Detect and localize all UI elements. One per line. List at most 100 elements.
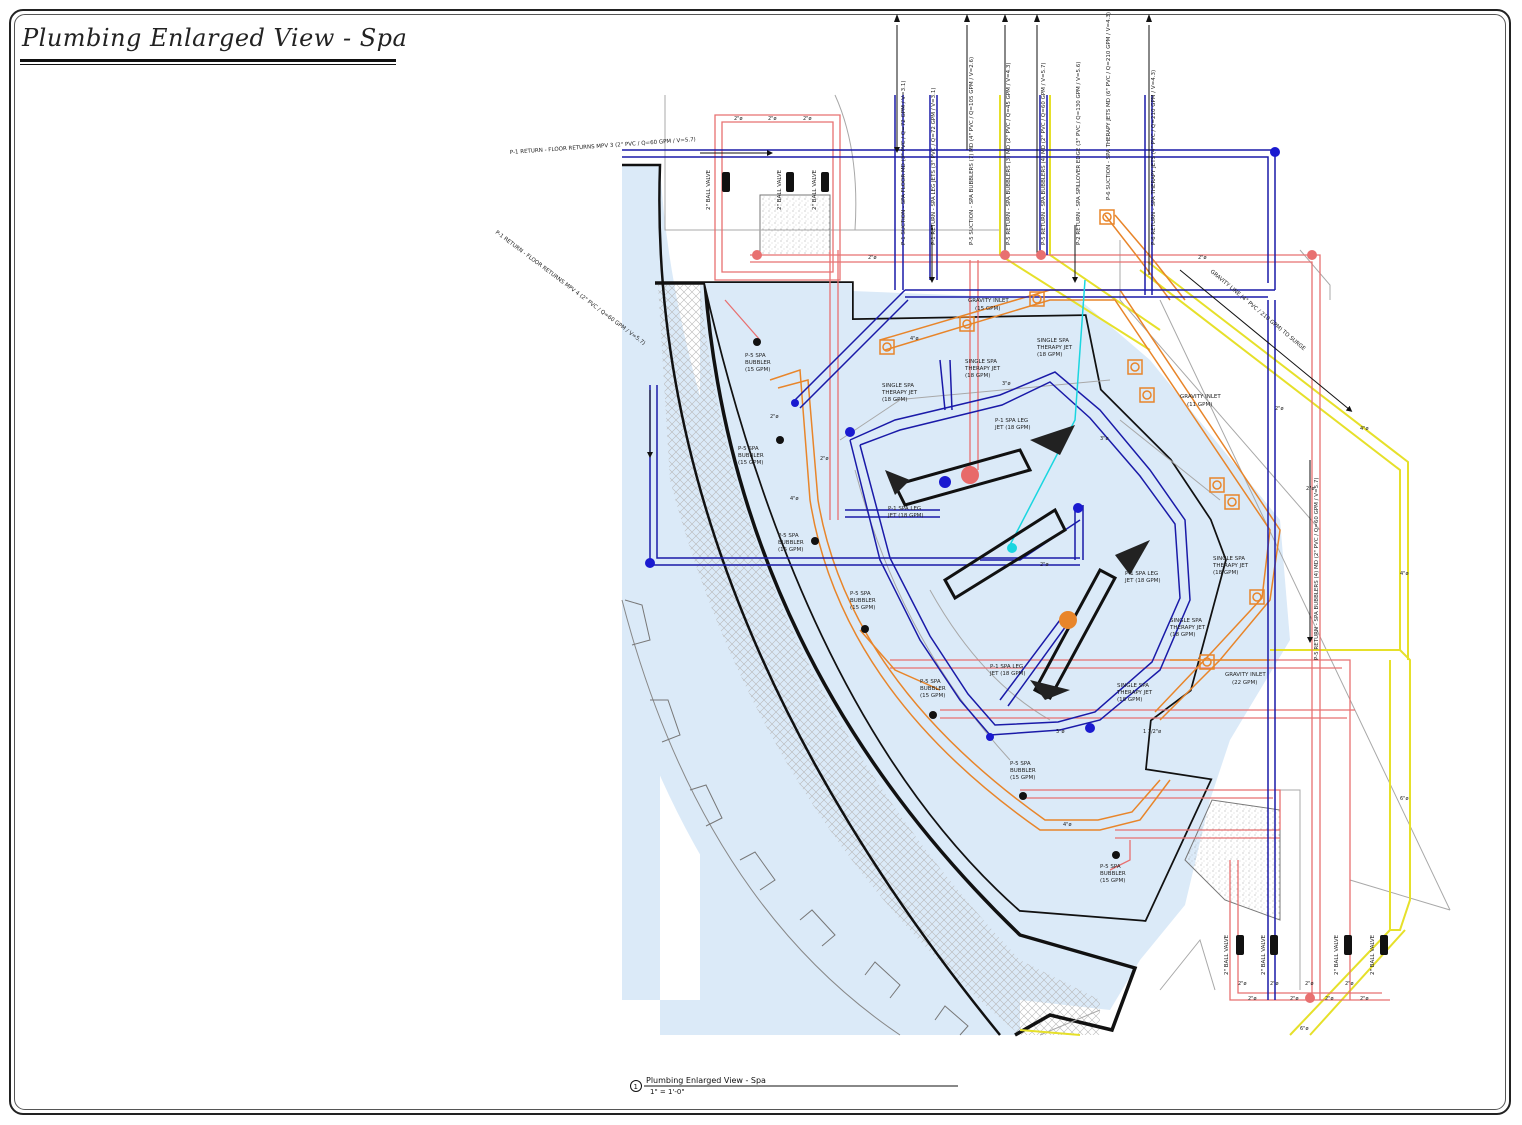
- svg-text:(15 GPM): (15 GPM): [1100, 878, 1125, 884]
- svg-text:2"ø: 2"ø: [868, 255, 877, 261]
- svg-text:P-5 SPA: P-5 SPA: [745, 353, 766, 359]
- label-p1-suction: P-1 SUCTION - SPA FLOOR MD (3" PVC / Q=7…: [901, 81, 907, 245]
- svg-text:(18 GPM): (18 GPM): [1117, 697, 1142, 703]
- svg-text:(15 GPM): (15 GPM): [975, 306, 1000, 312]
- svg-text:P-1 SPA LEG: P-1 SPA LEG: [995, 418, 1028, 424]
- svg-text:4"ø: 4"ø: [910, 336, 919, 342]
- pipe-size-tags: 2"ø 2"ø 2"ø 2"ø 2"ø 4"ø 3"ø 3"ø 2"ø 4"ø …: [734, 116, 1409, 1032]
- coping-blocks: [624, 599, 969, 1036]
- blue-node-5: [1085, 723, 1095, 733]
- svg-text:(15 GPM): (15 GPM): [920, 693, 945, 699]
- gravity-inlet-callout-1: GRAVITY INLET (15 GPM): [968, 298, 1009, 312]
- blue-marker: [939, 476, 951, 488]
- svg-text:THERAPY JET: THERAPY JET: [1116, 690, 1153, 696]
- svg-text:SINGLE SPA: SINGLE SPA: [1117, 683, 1149, 689]
- label-p1-return-leg: P-1 RETURN - SPA LEG JETS (3" PVC / Q=72…: [931, 87, 937, 245]
- svg-text:2"ø: 2"ø: [1306, 486, 1315, 492]
- title-underline-thin: [20, 64, 396, 65]
- red-marker: [961, 466, 979, 484]
- red-node-3: [1036, 250, 1046, 260]
- red-node-2: [1000, 250, 1010, 260]
- svg-text:2"ø: 2"ø: [1270, 981, 1279, 987]
- pool-edge-arc: [622, 163, 1001, 1036]
- leg-jet-callout-1: P-1 SPA LEG JET (18 GPM): [994, 418, 1031, 431]
- svg-text:SINGLE SPA: SINGLE SPA: [1037, 338, 1069, 344]
- grey-outline-lines: [664, 94, 1451, 1036]
- svg-text:4"ø: 4"ø: [790, 496, 799, 502]
- svg-text:BUBBLER: BUBBLER: [778, 540, 804, 546]
- svg-text:JET (18 GPM): JET (18 GPM): [1124, 578, 1161, 584]
- ball-valve-label-5: 2" BALL VALVE: [1261, 934, 1267, 975]
- svg-text:P-1 SPA LEG: P-1 SPA LEG: [1125, 571, 1158, 577]
- svg-text:BUBBLER: BUBBLER: [850, 598, 876, 604]
- bubbler-callout-3: P-5 SPA BUBBLER (15 GPM): [778, 533, 804, 553]
- leader-lines: [647, 25, 1353, 643]
- svg-text:2"ø: 2"ø: [1040, 562, 1049, 568]
- svg-text:(11 GPM): (11 GPM): [1187, 402, 1212, 408]
- svg-text:JET (18 GPM): JET (18 GPM): [994, 425, 1031, 431]
- svg-text:(15 GPM): (15 GPM): [850, 605, 875, 611]
- sheet-border-inner: [14, 14, 1506, 1110]
- stone-block-top: [759, 194, 831, 256]
- red-node-1: [752, 250, 762, 260]
- bubbler-callout-5: P-5 SPA BUBBLER (15 GPM): [920, 679, 946, 699]
- red-node-4: [1307, 250, 1317, 260]
- svg-text:2"ø: 2"ø: [1345, 981, 1354, 987]
- svg-text:THERAPY JET: THERAPY JET: [1169, 625, 1206, 631]
- red-pipes: [714, 114, 1390, 1001]
- gravity-inlet-callout-3: GRAVITY INLET (22 GPM): [1225, 672, 1266, 686]
- bubbler-callout-6: P-5 SPA BUBBLER (15 GPM): [1010, 761, 1036, 781]
- svg-text:2"ø: 2"ø: [770, 414, 779, 420]
- svg-text:P-5 SPA: P-5 SPA: [850, 591, 871, 597]
- label-p6-return: P-6 RETURN - SPA THERAPY JETS (4" PVC / …: [1151, 70, 1157, 245]
- svg-text:BUBBLER: BUBBLER: [1010, 768, 1036, 774]
- deck-hatch-band: [658, 285, 1100, 1035]
- gravity-inlet-callout-2: GRAVITY INLET (11 GPM): [1180, 394, 1221, 408]
- svg-text:2"ø: 2"ø: [1360, 996, 1369, 1002]
- svg-text:(18 GPM): (18 GPM): [965, 373, 990, 379]
- svg-text:THERAPY JET: THERAPY JET: [964, 366, 1001, 372]
- svg-text:(18 GPM): (18 GPM): [1037, 352, 1062, 358]
- svg-text:GRAVITY INLET: GRAVITY INLET: [1225, 672, 1266, 678]
- svg-text:6"ø: 6"ø: [1400, 796, 1409, 802]
- svg-text:6"ø: 6"ø: [1300, 1026, 1309, 1032]
- svg-text:(15 GPM): (15 GPM): [745, 367, 770, 373]
- therapy-jet-callout-2: SINGLE SPA THERAPY JET (18 GPM): [964, 359, 1001, 379]
- svg-text:THERAPY JET: THERAPY JET: [1036, 345, 1073, 351]
- label-p6-suction: P-6 SUCTION - SPA THERAPY JETS MD (6" PV…: [1106, 12, 1112, 200]
- svg-text:P-1 SPA LEG: P-1 SPA LEG: [888, 506, 921, 512]
- svg-text:SINGLE SPA: SINGLE SPA: [1213, 556, 1245, 562]
- svg-text:2"ø: 2"ø: [1305, 981, 1314, 987]
- svg-text:2"ø: 2"ø: [803, 116, 812, 122]
- svg-text:3"ø: 3"ø: [1100, 436, 1109, 442]
- svg-text:2"ø: 2"ø: [1248, 996, 1257, 1002]
- svg-text:2"ø: 2"ø: [1290, 996, 1299, 1002]
- svg-text:(18 GPM): (18 GPM): [1213, 570, 1238, 576]
- svg-text:(15 GPM): (15 GPM): [1010, 775, 1035, 781]
- cyan-pipe: [1009, 279, 1086, 546]
- label-p5-suction: P-5 SUCTION - SPA BUBBLERS (7) MD (4" PV…: [969, 57, 975, 245]
- svg-text:2"ø: 2"ø: [734, 116, 743, 122]
- label-p1-return-top: P-1 RETURN - FLOOR RETURNS MPV 3 (2" PVC…: [510, 137, 696, 156]
- svg-text:4"ø: 4"ø: [1400, 571, 1409, 577]
- therapy-jet-callout-1: SINGLE SPA THERAPY JET (18 GPM): [881, 383, 918, 403]
- blue-node-7: [986, 733, 994, 741]
- svg-text:BUBBLER: BUBBLER: [920, 686, 946, 692]
- svg-text:P-5 SPA: P-5 SPA: [920, 679, 941, 685]
- label-p5-return-3: P-5 RETURN - SPA BUBBLERS (3) MD (2" PVC…: [1006, 62, 1012, 245]
- caption-number: 1: [634, 1083, 638, 1091]
- title-underline: [20, 59, 396, 62]
- label-gravity-line: GRAVITY LINE (4" PVC / 210 GPM) TO SURGE: [1209, 269, 1307, 353]
- svg-text:GRAVITY INLET: GRAVITY INLET: [968, 298, 1009, 304]
- leg-jet-callout-2: P-1 SPA LEG JET (18 GPM): [887, 506, 924, 519]
- ball-valves: [722, 172, 1388, 955]
- svg-text:P-5 SPA: P-5 SPA: [738, 446, 759, 452]
- svg-text:2"ø: 2"ø: [1325, 996, 1334, 1002]
- therapy-jet-callout-6: SINGLE SPA THERAPY JET (18 GPM): [1116, 683, 1153, 703]
- leg-jet-callout-3: P-1 SPA LEG JET (18 GPM): [1124, 571, 1161, 584]
- svg-text:P-5 SPA: P-5 SPA: [1010, 761, 1031, 767]
- bubbler-callout-4: P-5 SPA BUBBLER (15 GPM): [850, 591, 876, 611]
- svg-text:BUBBLER: BUBBLER: [1100, 871, 1126, 877]
- label-p5-return-4: P-5 RETURN - SPA BUBBLERS (4) MD (2" PVC…: [1041, 62, 1047, 245]
